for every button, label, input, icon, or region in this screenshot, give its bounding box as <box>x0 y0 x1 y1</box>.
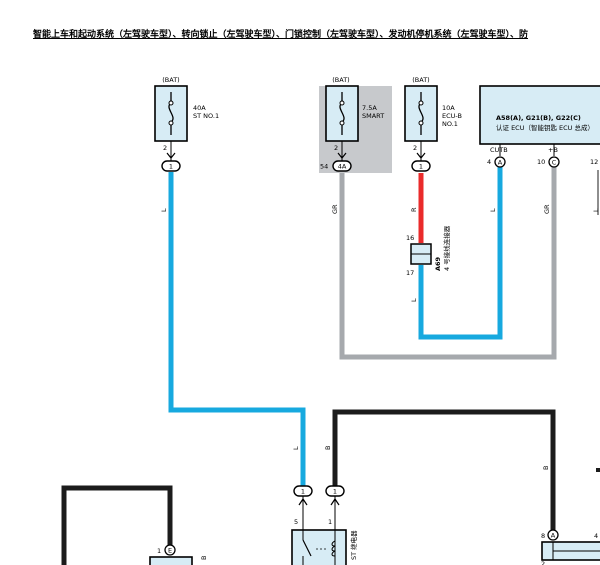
left-pin: 1 <box>157 547 161 555</box>
right-pin: 8 <box>541 532 545 540</box>
fuse3-rating: 10A <box>442 104 455 112</box>
wire-label-edge: L <box>592 208 600 212</box>
right-pin2: 4 <box>594 532 598 540</box>
lower-conn1: 1 <box>301 488 305 496</box>
left-conn: E <box>168 547 172 555</box>
page-title: 智能上车和起动系统（左驾驶车型）、转向锁止（左驾驶车型）、门锁控制（左驾驶车型）… <box>33 30 529 40</box>
fuse2-pin: 2 <box>334 144 338 152</box>
ecu-pin-cutb-conn: A <box>498 159 503 167</box>
junction-connector-a69: 16 17 A69 4 号接线连接器 <box>406 225 451 277</box>
fuse2-name: SMART <box>362 112 384 120</box>
left-side-letter: B <box>200 556 208 560</box>
ecu-pin-b-num: 10 <box>537 158 545 166</box>
lower-connectors: 1 1 <box>293 485 345 530</box>
wire-label-l-3: L <box>489 208 497 212</box>
fuse1-connector: 1 <box>169 163 173 171</box>
relay-pin-right: 1 <box>328 518 332 526</box>
right-pin3: 2 <box>541 560 545 565</box>
wire-blue-l-cutb <box>418 167 503 340</box>
ecu-desc: 认证 ECU（智能钥匙 ECU 总成） <box>496 123 594 132</box>
ecu-pin-cutb-num: 4 <box>487 158 491 166</box>
wire-label-l-4: L <box>292 446 300 450</box>
wire-black-b-right <box>332 409 556 530</box>
wire-label-gr-1: GR <box>331 204 339 214</box>
right-conn: A <box>551 532 556 540</box>
fuse2-connector-prefix: 54 <box>320 163 328 171</box>
ecu-pin-cutb-label: CUTB <box>490 146 508 154</box>
wire-label-l-1: L <box>160 208 168 212</box>
lower-conn2: 1 <box>333 488 337 496</box>
fuse2-connector: 4A <box>338 163 347 171</box>
wire-label-gr-2: GR <box>543 204 551 214</box>
fuse3-pin: 2 <box>413 144 417 152</box>
certification-ecu: A58(A), G21(B), G22(C) 认证 ECU（智能钥匙 ECU 总… <box>479 85 600 168</box>
fuse1-rating: 40A <box>193 104 206 112</box>
st-relay: 5 1 ST 继电器 <box>291 518 358 565</box>
wire-label-b-1: B <box>324 446 332 450</box>
wire-grey-gr <box>339 167 557 360</box>
fuse3-name2: NO.1 <box>442 120 458 128</box>
junction-code: A69 <box>434 256 442 271</box>
fuse-ecu-b: (BAT) 10A ECU-B NO.1 2 1 <box>404 76 462 172</box>
junction-pin-bottom: 17 <box>406 269 414 277</box>
ecu-pin-b-conn: C <box>552 159 557 167</box>
relay-pin-left: 5 <box>294 518 298 526</box>
wires <box>61 167 600 565</box>
wire-labels: L GR R L L GR L B B L <box>160 204 600 470</box>
fuse1-pin: 2 <box>163 144 167 152</box>
wire-label-r: R <box>410 207 418 212</box>
junction-desc: 4 号接线连接器 <box>442 225 451 271</box>
fuse2-rating: 7.5A <box>362 104 377 112</box>
fuse2-supply: (BAT) <box>332 76 349 84</box>
junction-pin-top: 16 <box>406 234 414 242</box>
ecu-pin-b-label: +B <box>548 146 558 154</box>
fuse1-name: ST NO.1 <box>193 112 219 120</box>
right-lower-component: 8 A 4 2 <box>541 529 600 565</box>
left-lower-component: 1 E B <box>149 544 208 565</box>
ecu-code: A58(A), G21(B), G22(C) <box>496 114 581 122</box>
wire-black-b-left <box>61 485 173 565</box>
ecu-pin-12-num: 12 <box>590 158 598 166</box>
fuse3-connector: 1 <box>419 163 423 171</box>
fuse-st-no1: (BAT) 40A ST NO.1 2 1 <box>154 76 219 172</box>
fuse1-supply: (BAT) <box>162 76 179 84</box>
fuse-smart: (BAT) 7.5A SMART 2 54 4A <box>319 76 392 173</box>
wire-label-l-2: L <box>410 298 418 302</box>
relay-label: ST 继电器 <box>349 530 358 560</box>
wire-label-b-2: B <box>542 466 550 470</box>
wire-blue-l-main <box>168 172 306 486</box>
fuse3-supply: (BAT) <box>412 76 429 84</box>
fuse3-name: ECU-B <box>442 112 462 120</box>
